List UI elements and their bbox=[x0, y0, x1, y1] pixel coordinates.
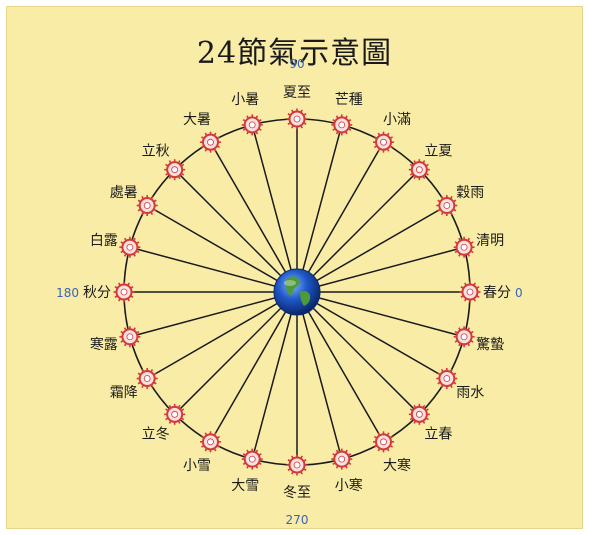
sun-icon bbox=[241, 114, 263, 136]
sun-icon bbox=[373, 131, 394, 153]
sun-icon bbox=[119, 236, 141, 258]
solar-term-label: 小滿 bbox=[383, 112, 411, 128]
solar-term-label: 小暑 bbox=[231, 92, 259, 108]
spoke-line bbox=[251, 291, 298, 460]
sun-icon bbox=[408, 159, 430, 181]
solar-term-label: 穀雨 bbox=[456, 185, 484, 201]
solar-term-label: 夏至 bbox=[283, 85, 311, 101]
spoke-line bbox=[209, 141, 298, 293]
sun-icon bbox=[453, 326, 475, 348]
solar-term-label: 小雪 bbox=[183, 458, 211, 474]
solar-term-label: 芒種 bbox=[335, 92, 363, 108]
sun-icon bbox=[119, 326, 141, 348]
sun-icon bbox=[136, 195, 158, 216]
diagram-panel bbox=[6, 6, 583, 529]
degree-labels-group: 0 90 180 270 bbox=[56, 57, 523, 527]
solar-term-label: 處暑 bbox=[110, 185, 138, 201]
sun-icon bbox=[286, 108, 308, 130]
spoke-line bbox=[174, 169, 298, 293]
solar-term-label: 冬至 bbox=[283, 485, 311, 501]
sun-icon bbox=[200, 431, 221, 453]
solar-term-label: 小寒 bbox=[335, 477, 363, 494]
earth-globe-icon bbox=[273, 268, 321, 316]
spoke-line bbox=[296, 291, 343, 460]
solar-term-label: 秋分 bbox=[83, 285, 111, 301]
sun-icon bbox=[200, 131, 221, 153]
sun-icon bbox=[408, 403, 430, 425]
spoke-line bbox=[296, 291, 420, 415]
solar-term-label: 立夏 bbox=[424, 144, 452, 160]
degree-label: 180 bbox=[56, 286, 79, 300]
solar-term-label: 驚蟄 bbox=[476, 336, 504, 353]
spoke-line bbox=[146, 204, 298, 293]
spoke-line bbox=[296, 291, 385, 443]
spoke-line bbox=[251, 124, 298, 293]
sun-icon bbox=[453, 236, 475, 258]
spoke-line bbox=[296, 141, 385, 293]
solar-term-label: 寒露 bbox=[90, 336, 118, 353]
sun-icon bbox=[241, 448, 263, 470]
spoke-line bbox=[174, 291, 298, 415]
solar-term-label: 春分 bbox=[483, 285, 511, 301]
solar-term-label: 雨水 bbox=[456, 385, 484, 401]
spokes-group bbox=[124, 119, 470, 465]
sun-icon bbox=[436, 195, 458, 216]
sun-icon bbox=[373, 431, 394, 453]
diagram-title: 24節氣示意圖 bbox=[196, 36, 393, 71]
spoke-line bbox=[129, 246, 298, 293]
sun-icon bbox=[331, 114, 353, 136]
spoke-line bbox=[129, 291, 298, 338]
degree-label: 270 bbox=[286, 513, 309, 527]
solar-term-label: 立春 bbox=[424, 426, 452, 442]
sun-icon bbox=[459, 281, 481, 303]
solar-term-label: 大寒 bbox=[383, 457, 411, 474]
solar-term-label: 清明 bbox=[476, 233, 504, 249]
spoke-line bbox=[296, 246, 465, 293]
solar-term-label: 白露 bbox=[90, 233, 118, 249]
spoke-line bbox=[296, 169, 420, 293]
spoke-line bbox=[209, 291, 298, 443]
sun-icon bbox=[164, 159, 186, 181]
spoke-line bbox=[296, 291, 448, 380]
sun-icon bbox=[286, 454, 308, 476]
degree-label: 90 bbox=[289, 57, 304, 71]
solar-term-label: 立秋 bbox=[142, 144, 170, 160]
solar-term-label: 立冬 bbox=[142, 426, 170, 442]
solar-term-label: 大雪 bbox=[231, 478, 259, 494]
spoke-line bbox=[296, 124, 343, 293]
sun-icon bbox=[164, 403, 186, 425]
sun-icon bbox=[113, 281, 135, 303]
spoke-line bbox=[296, 204, 448, 293]
solar-term-label: 大暑 bbox=[183, 112, 211, 128]
sun-icon bbox=[331, 448, 353, 470]
solar-term-label: 霜降 bbox=[110, 385, 138, 401]
markers-group bbox=[113, 108, 481, 476]
spoke-line bbox=[146, 291, 298, 380]
sun-icon bbox=[436, 368, 458, 389]
spoke-line bbox=[296, 291, 465, 338]
sun-icon bbox=[136, 368, 158, 389]
degree-label: 0 bbox=[515, 286, 523, 300]
